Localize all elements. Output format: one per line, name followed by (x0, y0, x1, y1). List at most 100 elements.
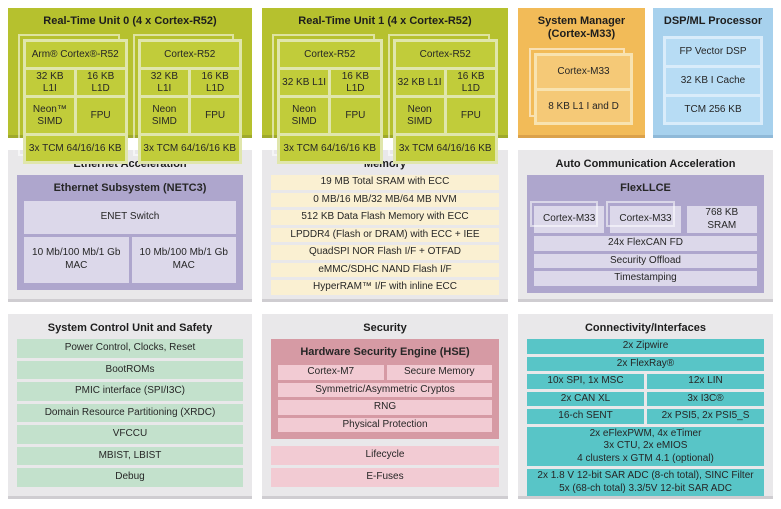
flexray-row: 2x FlexRay® (527, 356, 764, 372)
dsp-tcm: TCM 256 KB (666, 96, 760, 123)
tcm: 3x TCM 64/16/16 KB (140, 136, 239, 162)
flexllce-sram: 768 KB SRAM (686, 206, 757, 234)
scu-row: MBIST, LBIST (17, 446, 243, 466)
m33-cache: 8 KB L1 I and D (537, 90, 630, 123)
core-name: Cortex-R52 (280, 42, 380, 68)
l1d-cache: 16 KB L1D (446, 70, 495, 96)
rtu0-title: Real-Time Unit 0 (4 x Cortex-R52) (43, 15, 217, 27)
ethernet-subsystem: Ethernet Subsystem (NETC3) ENET Switch 1… (17, 175, 243, 290)
block-security: Security Hardware Security Engine (HSE) … (262, 314, 508, 499)
neon-simd: Neon SIMD (395, 98, 444, 134)
hse-title: Hardware Security Engine (HSE) (300, 346, 470, 359)
neon-simd: Neon™ SIMD (26, 98, 74, 134)
neon-simd: Neon SIMD (140, 98, 189, 134)
hse-rng: RNG (278, 400, 492, 415)
psi5-cell: 2x PSI5, 2x PSI5_S (647, 409, 764, 424)
system-manager-card: Cortex-M33 8 KB L1 I and D (529, 48, 633, 126)
adc-row: 2x 1.8 V 12-bit SAR ADC (8-ch total), SI… (527, 469, 764, 497)
block-system-manager: System Manager (Cortex-M33) Cortex-M33 8… (518, 8, 645, 139)
fpu: FPU (446, 98, 495, 134)
memory-row: 0 MB/16 MB/32 MB/64 MB NVM (271, 192, 499, 208)
block-ethernet-acceleration: Ethernet Acceleration Ethernet Subsystem… (8, 150, 252, 302)
timers-row: 2x eFlexPWM, 4x eTimer 3x CTU, 2x eMIOS … (527, 426, 764, 467)
hardware-security-engine: Hardware Security Engine (HSE) Cortex-M7… (271, 339, 499, 440)
tcm: 3x TCM 64/16/16 KB (26, 136, 125, 162)
neon-simd: Neon SIMD (280, 98, 329, 134)
i3c-cell: 3x I3C® (647, 391, 764, 407)
block-real-time-unit-1: Real-Time Unit 1 (4 x Cortex-R52) Cortex… (262, 8, 508, 165)
connectivity-title: Connectivity/Interfaces (584, 322, 707, 334)
rtu1-core-card-1: Cortex-R52 32 KB L1I 16 KB L1D Neon SIMD… (272, 34, 383, 165)
spi-msc-cell: 10x SPI, 1x MSC (527, 374, 644, 389)
scu-row: VFCCU (17, 425, 243, 444)
fpu: FPU (331, 98, 380, 134)
block-real-time-unit-0: Real-Time Unit 0 (4 x Cortex-R52) Arm® C… (8, 8, 252, 165)
auto-comm-title: Auto Communication Acceleration (555, 158, 736, 170)
hse-cortex-m7: Cortex-M7 (278, 365, 384, 380)
dsp-icache: 32 KB I Cache (666, 67, 760, 94)
rtu0-core-card-2: Cortex-R52 32 KB L1I 16 KB L1D Neon SIMD… (132, 34, 242, 165)
system-manager-title: System Manager (Cortex-M33) (537, 15, 626, 41)
core-name: Cortex-R52 (395, 42, 495, 68)
tcm: 3x TCM 64/16/16 KB (280, 136, 380, 162)
scu-row: Power Control, Clocks, Reset (17, 339, 243, 358)
timestamping-row: Timestamping (534, 271, 757, 286)
scu-row: Domain Resource Partitioning (XRDC) (17, 403, 243, 423)
memory-row: LPDDR4 (Flash or DRAM) with ECC + IEE (271, 227, 499, 243)
block-auto-comm-acceleration: Auto Communication Acceleration FlexLLCE… (518, 150, 773, 302)
lin-cell: 12x LIN (647, 374, 764, 389)
memory-row: HyperRAM™ I/F with inline ECC (271, 280, 499, 295)
enet-switch: ENET Switch (24, 201, 236, 234)
core-name: Arm® Cortex®-R52 (26, 42, 125, 68)
memory-row: eMMC/SDHC NAND Flash I/F (271, 262, 499, 278)
flexcan-row: 24x FlexCAN FD (534, 236, 757, 251)
scu-title: System Control Unit and Safety (47, 322, 213, 334)
tcm: 3x TCM 64/16/16 KB (395, 136, 495, 162)
memory-row: 19 MB Total SRAM with ECC (271, 175, 499, 190)
rtu1-title: Real-Time Unit 1 (4 x Cortex-R52) (298, 15, 472, 27)
scu-row: BootROMs (17, 360, 243, 380)
l1d-cache: 16 KB L1D (191, 70, 239, 96)
rtu0-cards: Arm® Cortex®-R52 32 KB L1I 16 KB L1D Neo… (16, 32, 244, 166)
memory-row: QuadSPI NOR Flash I/F + OTFAD (271, 245, 499, 260)
security-title: Security (363, 322, 407, 334)
security-offload-row: Security Offload (534, 253, 757, 269)
l1d-cache: 16 KB L1D (76, 70, 125, 96)
hse-physical-protection: Physical Protection (278, 417, 492, 433)
core-name: Cortex-R52 (140, 42, 239, 68)
l1i-cache: 32 KB L1I (140, 70, 189, 96)
hse-cryptos: Symmetric/Asymmetric Cryptos (278, 382, 492, 398)
rtu1-cards: Cortex-R52 32 KB L1I 16 KB L1D Neon SIMD… (270, 32, 500, 166)
l1i-cache: 32 KB L1I (26, 70, 74, 96)
flexllce-title: FlexLLCE (620, 182, 671, 195)
sent-cell: 16-ch SENT (527, 409, 644, 424)
can-xl-cell: 2x CAN XL (527, 391, 644, 407)
rtu0-core-card-1: Arm® Cortex®-R52 32 KB L1I 16 KB L1D Neo… (18, 34, 128, 165)
block-system-control-safety: System Control Unit and Safety Power Con… (8, 314, 252, 499)
fp-vector-dsp: FP Vector DSP (666, 39, 760, 65)
ethernet-subsystem-title: Ethernet Subsystem (NETC3) (53, 182, 207, 195)
zipwire-row: 2x Zipwire (527, 339, 764, 354)
flexllce-m33-1: Cortex-M33 (529, 201, 605, 234)
hse-secure-memory: Secure Memory (386, 365, 492, 380)
scu-row: Debug (17, 468, 243, 488)
fpu: FPU (76, 98, 125, 134)
scu-row: PMIC interface (SPI/I3C) (17, 382, 243, 401)
row1-right-split: System Manager (Cortex-M33) Cortex-M33 8… (518, 8, 773, 139)
diagram-grid: Real-Time Unit 0 (4 x Cortex-R52) Arm® C… (8, 8, 773, 499)
flexllce-m33-2: Cortex-M33 (606, 201, 681, 234)
eth-mac-1: 10 Mb/100 Mb/1 Gb MAC (24, 236, 129, 283)
l1i-cache: 32 KB L1I (280, 70, 329, 96)
rtu1-core-card-2: Cortex-R52 32 KB L1I 16 KB L1D Neon SIMD… (387, 34, 498, 165)
dsp-title: DSP/ML Processor (663, 15, 763, 27)
fpu: FPU (191, 98, 239, 134)
m33-core: Cortex-M33 (537, 56, 630, 88)
eth-mac-2: 10 Mb/100 Mb/1 Gb MAC (131, 236, 236, 283)
l1d-cache: 16 KB L1D (331, 70, 380, 96)
block-dsp-ml-processor: DSP/ML Processor FP Vector DSP 32 KB I C… (653, 8, 773, 139)
efuses-row: E-Fuses (271, 468, 499, 487)
block-memory: Memory 19 MB Total SRAM with ECC 0 MB/16… (262, 150, 508, 302)
block-connectivity-interfaces: Connectivity/Interfaces 2x Zipwire 2x Fl… (518, 314, 773, 499)
flexllce-block: FlexLLCE Cortex-M33 Cortex-M33 768 KB SR… (527, 175, 764, 293)
